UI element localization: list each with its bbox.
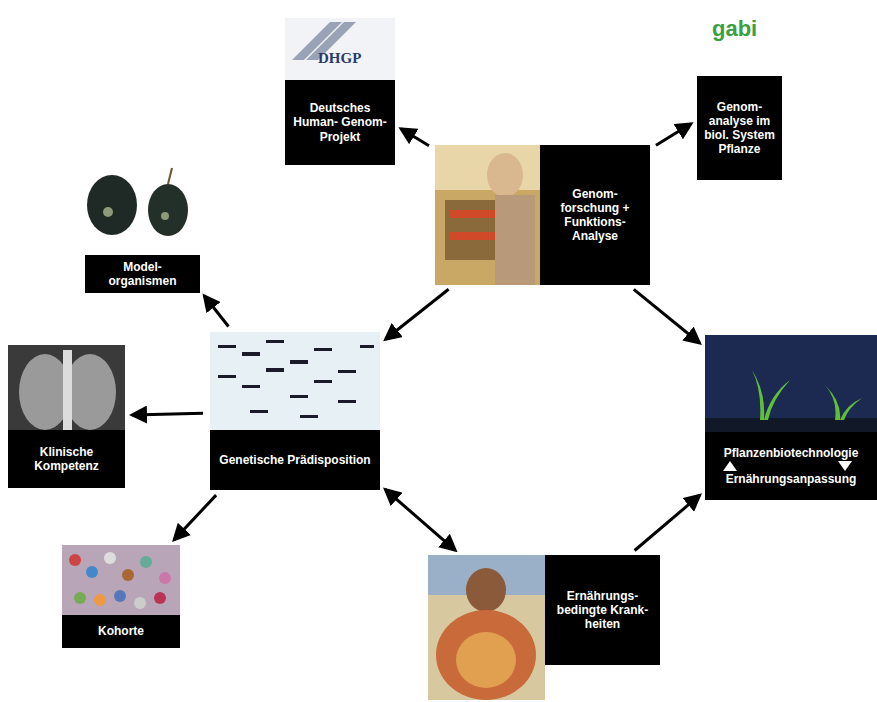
organism-photo — [148, 184, 188, 236]
image-box: Ernährungs- bedingte Krank- heiten — [428, 555, 660, 700]
lab-photo — [487, 153, 523, 197]
person-photo — [466, 568, 506, 612]
organism-photo — [103, 207, 113, 217]
caption-band: Genom- analyse im biol. System Pflanze — [697, 76, 782, 180]
plant-sprouts — [752, 370, 862, 420]
image-box: Klinische Kompetenz — [8, 345, 125, 488]
caption-band: Klinische Kompetenz — [8, 430, 125, 488]
image-box: Model- organismen — [80, 135, 200, 293]
lab-photo — [450, 210, 495, 218]
caption-band: Genetische Prädisposition — [210, 430, 380, 490]
image-box: Kohorte — [62, 545, 180, 648]
caption-band: Kohorte — [62, 615, 180, 648]
lab-photo — [445, 200, 500, 260]
xray-photo — [63, 350, 72, 430]
image-box: Genetische Prädisposition — [210, 332, 380, 490]
caption-band: Deutsches Human- Genom- Projekt — [285, 80, 395, 165]
arrow-connector — [132, 413, 203, 415]
caption-text: Ernährungsanpassung — [726, 472, 857, 486]
caption-text: Model- organismen — [90, 260, 195, 288]
arrow-connector — [174, 495, 216, 540]
organism-photo — [80, 135, 200, 255]
logo-ground — [697, 8, 782, 68]
image-box: Deutsches Human- Genom- Projekt — [285, 18, 395, 165]
caption-text: Genom- forschung + Funktions- Analyse — [545, 187, 645, 244]
caption-text: Genom- analyse im biol. System Pflanze — [702, 100, 777, 157]
lab-photo — [435, 145, 540, 190]
arrow-connector — [386, 289, 449, 339]
caption-text: Deutsches Human- Genom- Projekt — [290, 101, 390, 143]
person-photo — [436, 610, 536, 700]
organism-photo — [161, 212, 169, 220]
lab-photo — [450, 232, 495, 240]
logo-ground — [285, 18, 395, 80]
arrow-connector — [204, 296, 228, 327]
person-photo — [456, 632, 516, 688]
gel-photo — [210, 332, 380, 430]
arrow-connector — [385, 490, 455, 551]
arrow-connector — [634, 289, 700, 343]
caption-text: Klinische Kompetenz — [13, 445, 120, 473]
caption-band: Model- organismen — [85, 255, 200, 293]
caption-band: Genom- forschung + Funktions- Analyse — [540, 145, 650, 285]
image-box: Genom- forschung + Funktions- Analyse — [435, 145, 650, 285]
image-box: PflanzenbiotechnologieErnährungsanpassun… — [705, 335, 877, 500]
person-photo — [428, 555, 545, 700]
cohort-crowd — [69, 552, 171, 609]
plant-photo — [705, 418, 877, 432]
plant-photo — [705, 335, 877, 432]
exchange-triangles — [716, 460, 866, 472]
arrow-connector — [401, 129, 429, 146]
organism-photo — [168, 168, 172, 184]
logo-text: DHGP — [318, 50, 361, 67]
caption-text: Kohorte — [98, 624, 144, 638]
caption-text: Genetische Prädisposition — [219, 453, 370, 467]
xray-photo — [8, 345, 125, 430]
arrow-connector — [656, 124, 691, 146]
caption-band: Ernährungs- bedingte Krank- heiten — [545, 555, 660, 665]
caption-band: PflanzenbiotechnologieErnährungsanpassun… — [705, 432, 877, 500]
organism-photo — [87, 175, 137, 235]
lab-photo — [495, 195, 535, 285]
gel-bands — [218, 340, 374, 418]
caption-text: Pflanzenbiotechnologie — [724, 446, 859, 460]
arrow-connector — [635, 495, 700, 550]
caption-text: Ernährungs- bedingte Krank- heiten — [550, 589, 655, 631]
logo-text: gabi — [712, 16, 757, 42]
lab-photo — [435, 145, 540, 285]
cohort-photo — [62, 545, 180, 615]
